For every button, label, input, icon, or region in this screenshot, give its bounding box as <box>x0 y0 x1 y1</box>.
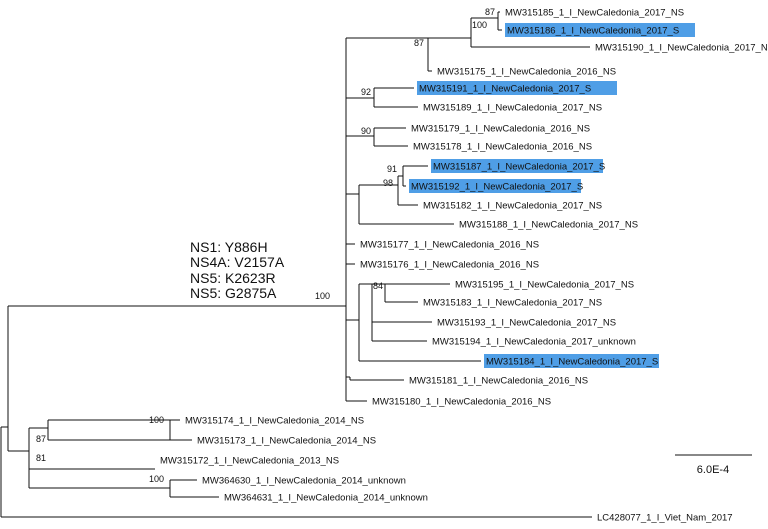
bootstrap-value: 87 <box>414 38 424 48</box>
leaf-highlight <box>417 81 617 95</box>
bootstrap-value: 87 <box>485 7 495 17</box>
leaf-label: MW315173_1_I_NewCaledonia_2014_NS <box>197 436 376 447</box>
mutation-annotations: NS1: Y886H NS4A: V2157A NS5: K2623R NS5:… <box>190 239 285 301</box>
leaf-highlight <box>431 159 603 173</box>
bootstrap-values: 87 100 87 92 90 91 98 100 84 100 87 81 1… <box>36 7 495 484</box>
bootstrap-value: 100 <box>149 474 164 484</box>
leaf-label: MW315178_1_I_NewCaledonia_2016_NS <box>413 142 592 153</box>
leaf-label: MW315195_1_I_NewCaledonia_2017_NS <box>455 280 634 291</box>
leaf-label: MW315176_1_I_NewCaledonia_2016_NS <box>360 260 539 271</box>
leaf-label: MW315187_1_I_NewCaledonia_2017_S <box>433 162 605 173</box>
leaf-label: MW315174_1_I_NewCaledonia_2014_NS <box>185 416 364 427</box>
leaf-label: MW315172_1_I_NewCaledonia_2013_NS <box>160 456 339 467</box>
leaf-label: MW315185_1_I_NewCaledonia_2017_NS <box>505 8 684 19</box>
tree-branches <box>0 11 592 518</box>
scale-bar: 6.0E-4 <box>675 454 752 476</box>
scale-bar-label: 6.0E-4 <box>697 464 729 476</box>
leaf-label: MW315175_1_I_NewCaledonia_2016_NS <box>437 67 616 78</box>
leaf-label: MW315186_1_I_NewCaledonia_2017_S <box>507 26 679 37</box>
bootstrap-value: 98 <box>383 178 393 188</box>
bootstrap-value: 100 <box>472 20 487 30</box>
tree-leaves: MW315185_1_I_NewCaledonia_2017_NS MW31518… <box>160 8 768 524</box>
leaf-label: MW364630_1_I_NewCaledonia_2014_unknown <box>202 476 406 487</box>
leaf-label: MW315184_1_I_NewCaledonia_2017_S <box>486 357 658 368</box>
leaf-label: MW315179_1_I_NewCaledonia_2016_NS <box>411 124 590 135</box>
bootstrap-value: 100 <box>149 415 164 425</box>
leaf-highlight <box>409 179 581 193</box>
leaf-label: MW315189_1_I_NewCaledonia_2017_NS <box>423 103 602 114</box>
bootstrap-value: 81 <box>36 453 46 463</box>
mutation-label: NS5: G2875A <box>190 285 277 301</box>
leaf-label: MW315177_1_I_NewCaledonia_2016_NS <box>360 240 539 251</box>
bootstrap-value: 87 <box>36 434 46 444</box>
leaf-label: MW364631_1_I_NewCaledonia_2014_unknown <box>224 493 428 504</box>
mutation-label: NS5: K2623R <box>190 270 276 286</box>
leaf-label: MW315183_1_I_NewCaledonia_2017_NS <box>423 298 602 309</box>
leaf-label: MW315190_1_I_NewCaledonia_2017_NS <box>595 43 768 54</box>
leaf-label: MW315192_1_I_NewCaledonia_2017_S <box>411 182 583 193</box>
bootstrap-value: 84 <box>373 281 383 291</box>
leaf-label: MW315181_1_I_NewCaledonia_2016_NS <box>409 376 588 387</box>
mutation-label: NS1: Y886H <box>190 239 268 255</box>
mutation-label: NS4A: V2157A <box>190 254 285 270</box>
leaf-label: MW315193_1_I_NewCaledonia_2017_NS <box>437 318 616 329</box>
bootstrap-value: 92 <box>361 87 371 97</box>
leaf-label: MW315191_1_I_NewCaledonia_2017_S <box>419 84 591 95</box>
bootstrap-value: 91 <box>387 164 397 174</box>
leaf-highlight <box>505 23 695 37</box>
bootstrap-value: 100 <box>315 291 330 301</box>
leaf-label: MW315188_1_I_NewCaledonia_2017_NS <box>459 220 638 231</box>
leaf-highlight <box>484 354 659 368</box>
leaf-label: MW315194_1_I_NewCaledonia_2017_unknown <box>432 337 636 348</box>
bootstrap-value: 90 <box>361 126 371 136</box>
leaf-label: LC428077_1_I_Viet_Nam_2017 <box>597 513 733 524</box>
leaf-label: MW315182_1_I_NewCaledonia_2017_NS <box>423 201 602 212</box>
leaf-label: MW315180_1_I_NewCaledonia_2016_NS <box>372 397 551 408</box>
